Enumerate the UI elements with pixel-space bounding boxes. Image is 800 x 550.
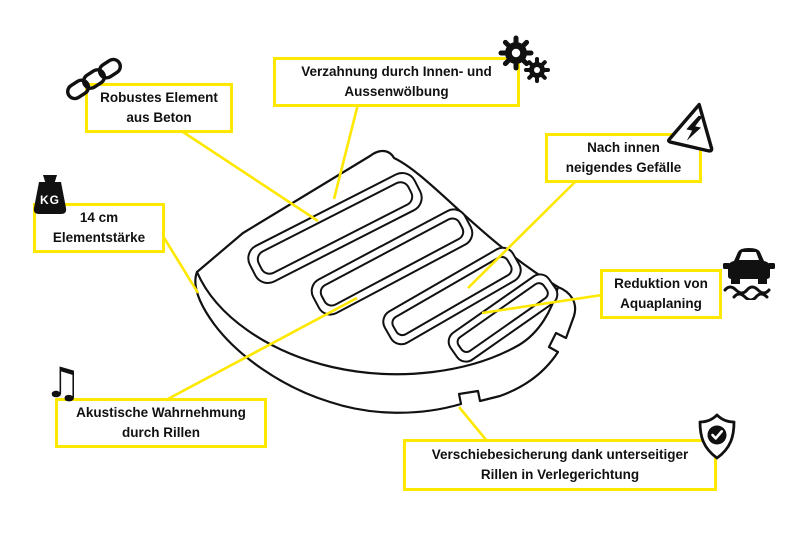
callout-text: aus Beton [126, 110, 192, 125]
callout-akustik: Akustische Wahrnehmung durch Rillen [55, 398, 267, 448]
callout-text: Elementstärke [52, 230, 146, 245]
connector-line [179, 128, 319, 223]
connector-line [481, 293, 603, 315]
ridge-strip [319, 217, 465, 307]
callout-robust-element: Robustes Element aus Beton [85, 83, 233, 133]
callout-text: durch Rillen [121, 425, 200, 440]
callout-text: Aquaplaning [620, 296, 702, 311]
weight-icon: KG [33, 175, 67, 214]
callout-text: 14 cm [79, 210, 119, 226]
callout-text: Rillen in Verlegerichtung [480, 467, 640, 482]
ridge-strip [256, 181, 414, 275]
concrete-element-drawing [194, 149, 577, 414]
connector-line [161, 235, 200, 294]
warning-triangle-icon [666, 102, 714, 153]
callout-verzahnung: Verzahnung durch Innen- und Aussenwölbun… [273, 57, 520, 107]
car-aquaplaning-icon [723, 248, 775, 300]
connector-line [467, 180, 577, 289]
weight-label: KG [40, 193, 60, 207]
ridge-strip [391, 255, 513, 337]
callout-text: Nach innen [587, 140, 660, 156]
connector-lines [161, 103, 603, 442]
connector-line [457, 406, 489, 442]
callout-text: Akustische Wahrnehmung [76, 405, 246, 421]
element-top-rim [195, 270, 560, 376]
shield-check-icon [698, 413, 736, 460]
gears-icon [498, 35, 550, 83]
connector-line [165, 296, 358, 402]
callout-text: Reduktion von [614, 276, 708, 292]
callout-text: neigendes Gefälle [565, 160, 682, 175]
connector-line [332, 103, 360, 200]
callout-text: Aussenwölbung [344, 84, 449, 99]
callout-text: Verzahnung durch Innen- und [301, 64, 492, 80]
callout-gefaelle: Nach innen neigendes Gefälle [545, 133, 702, 183]
callout-text: Robustes Element [100, 90, 218, 106]
ridge-strips [247, 172, 559, 363]
music-note-icon: ♫ [44, 358, 82, 407]
callout-aquaplaning: Reduktion von Aquaplaning [600, 269, 722, 319]
callout-text: Verschiebesicherung dank unterseitiger [431, 447, 689, 463]
callout-verschiebesicherung: Verschiebesicherung dank unterseitiger R… [403, 439, 717, 491]
chain-icon [66, 57, 122, 101]
